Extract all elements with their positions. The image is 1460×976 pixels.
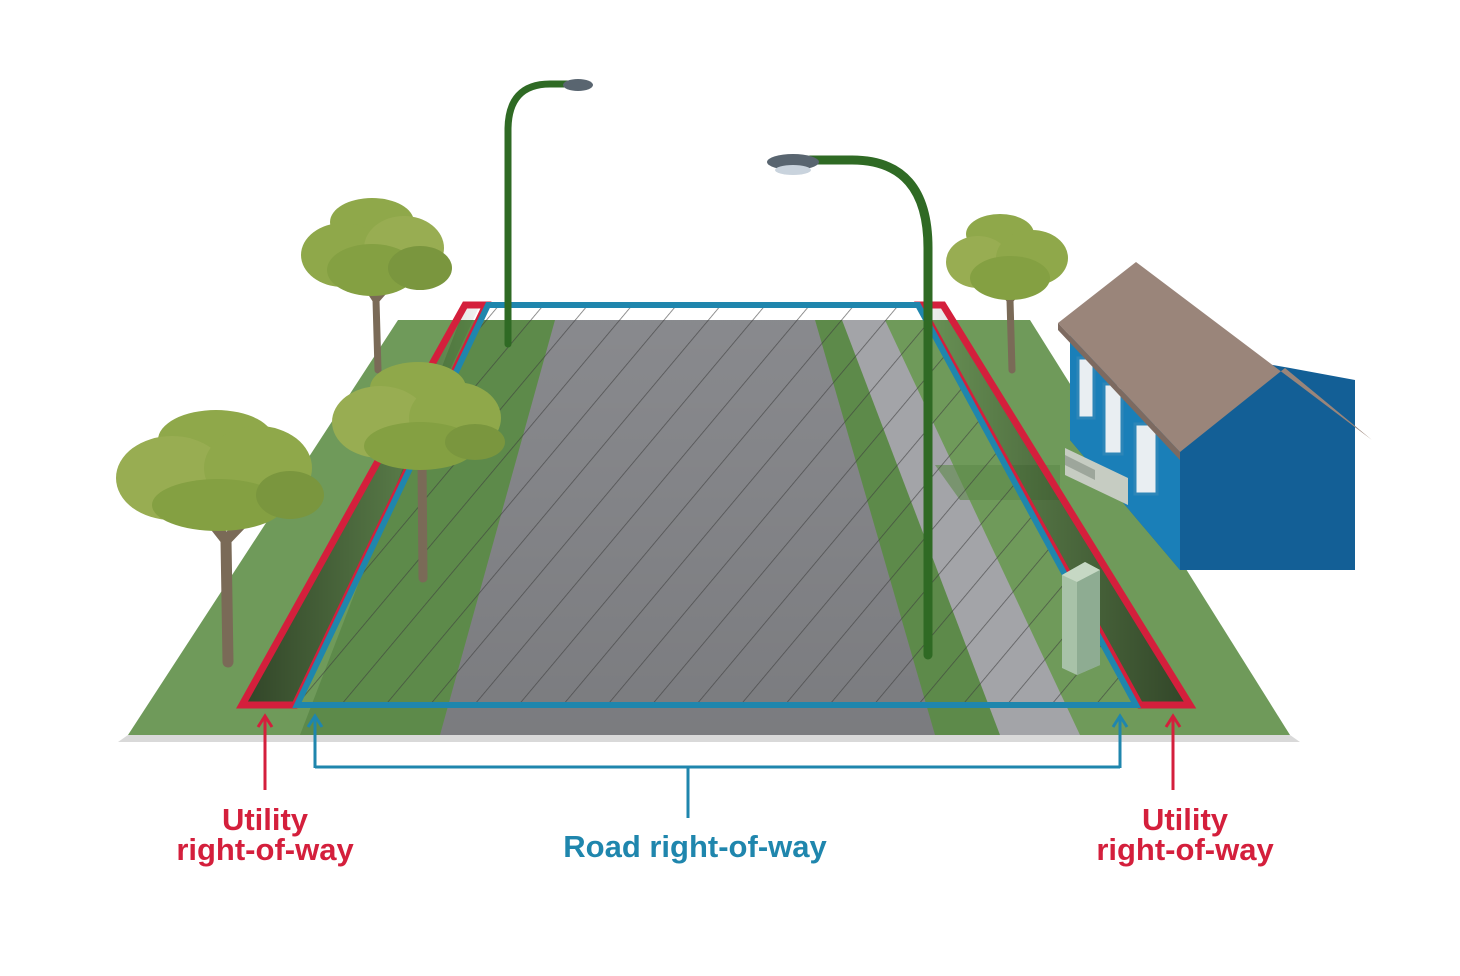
- street-lamp-icon-left: [504, 79, 593, 348]
- house-icon: [1058, 262, 1372, 570]
- utility-left-line1: Utility: [221, 802, 309, 837]
- utility-left-arrow: [256, 713, 274, 790]
- right-trench-shadow: [920, 305, 1190, 705]
- road-bracket: [306, 713, 1129, 818]
- tree-icon-front-mid: [332, 362, 505, 583]
- utility-right-line2: right-of-way: [1096, 832, 1274, 867]
- utility-right-arrow: [1164, 713, 1182, 790]
- tree-icon-back-right: [946, 214, 1068, 374]
- tree-icon-front-left: [116, 410, 324, 668]
- street-lamp-icon-right: [767, 154, 933, 660]
- utility-right-of-way-right-label: Utility right-of-way: [1065, 802, 1305, 867]
- ground-shadow: [118, 735, 1300, 742]
- utility-right-line1: Utility: [1141, 802, 1229, 837]
- tree-icon-back-left: [301, 198, 452, 374]
- utility-right-of-way-left-label: Utility right-of-way: [145, 802, 385, 867]
- utility-left-line2: right-of-way: [176, 832, 354, 867]
- road-right-of-way-outline: [292, 302, 1142, 708]
- utility-box-icon: [1062, 562, 1100, 675]
- road-right-of-way-label: Road right-of-way: [563, 829, 827, 864]
